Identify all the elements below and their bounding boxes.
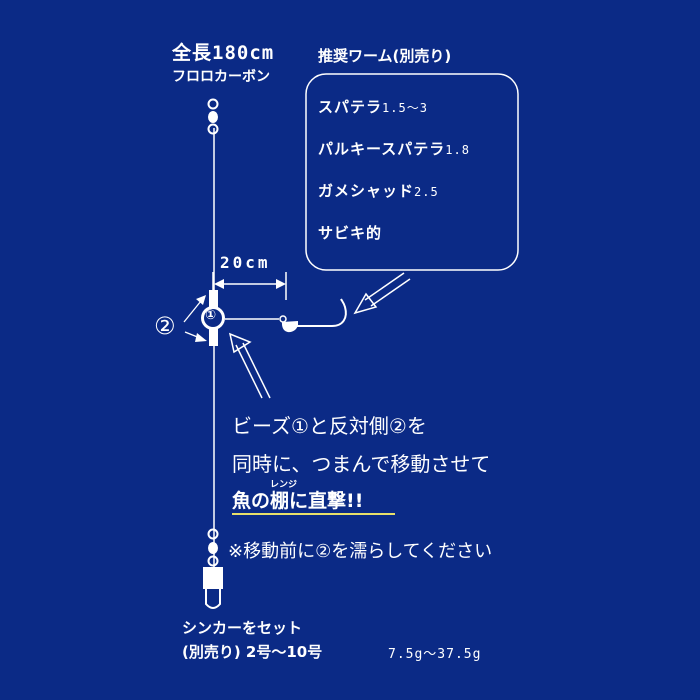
dimension-label: 20cm (220, 253, 271, 272)
sinker-label-2: (別売り) 2号〜10号 (182, 643, 323, 661)
worm-arrow (353, 272, 411, 315)
opposite-marker: ② (154, 312, 176, 340)
bottom-swivel-icon (207, 528, 219, 567)
top-swivel-icon (207, 98, 219, 135)
bead-marker: ① (205, 308, 217, 323)
dimension-line (212, 272, 287, 300)
bead-icon (201, 290, 225, 346)
worm-item-2: パルキースパテラ1.8 (318, 140, 470, 158)
leader-length-label: 全長180cm (172, 42, 275, 64)
jig-head-hook-icon (279, 298, 347, 333)
worm-item-1: スパテラ1.5〜3 (318, 98, 428, 116)
range-ruby: レンジ (270, 480, 298, 490)
marker-2-arrows (183, 295, 207, 342)
worm-item-4: サビキ的 (318, 224, 383, 242)
range-kanji: レンジ棚 (270, 480, 297, 513)
worm-list-title: 推奨ワーム(別売り) (318, 47, 452, 65)
instruction-line-1: ビーズ①と反対側②を (232, 414, 427, 438)
sinker-snap-icon (203, 567, 223, 609)
instruction-line-3: 魚のレンジ棚に直撃!! (232, 480, 363, 513)
leader-material-label: フロロカーボン (172, 69, 270, 85)
instruction-note: ※移動前に②を濡らしてください (228, 541, 493, 562)
instruction-arrow (228, 332, 271, 399)
instruction-line-2: 同時に、つまんで移動させて (232, 452, 491, 476)
sinker-label-1: シンカーをセット (182, 619, 303, 637)
worm-item-3: ガメシャッド2.5 (318, 182, 439, 200)
sinker-weight: 7.5g〜37.5g (388, 647, 482, 662)
worm-list-box (305, 73, 519, 271)
